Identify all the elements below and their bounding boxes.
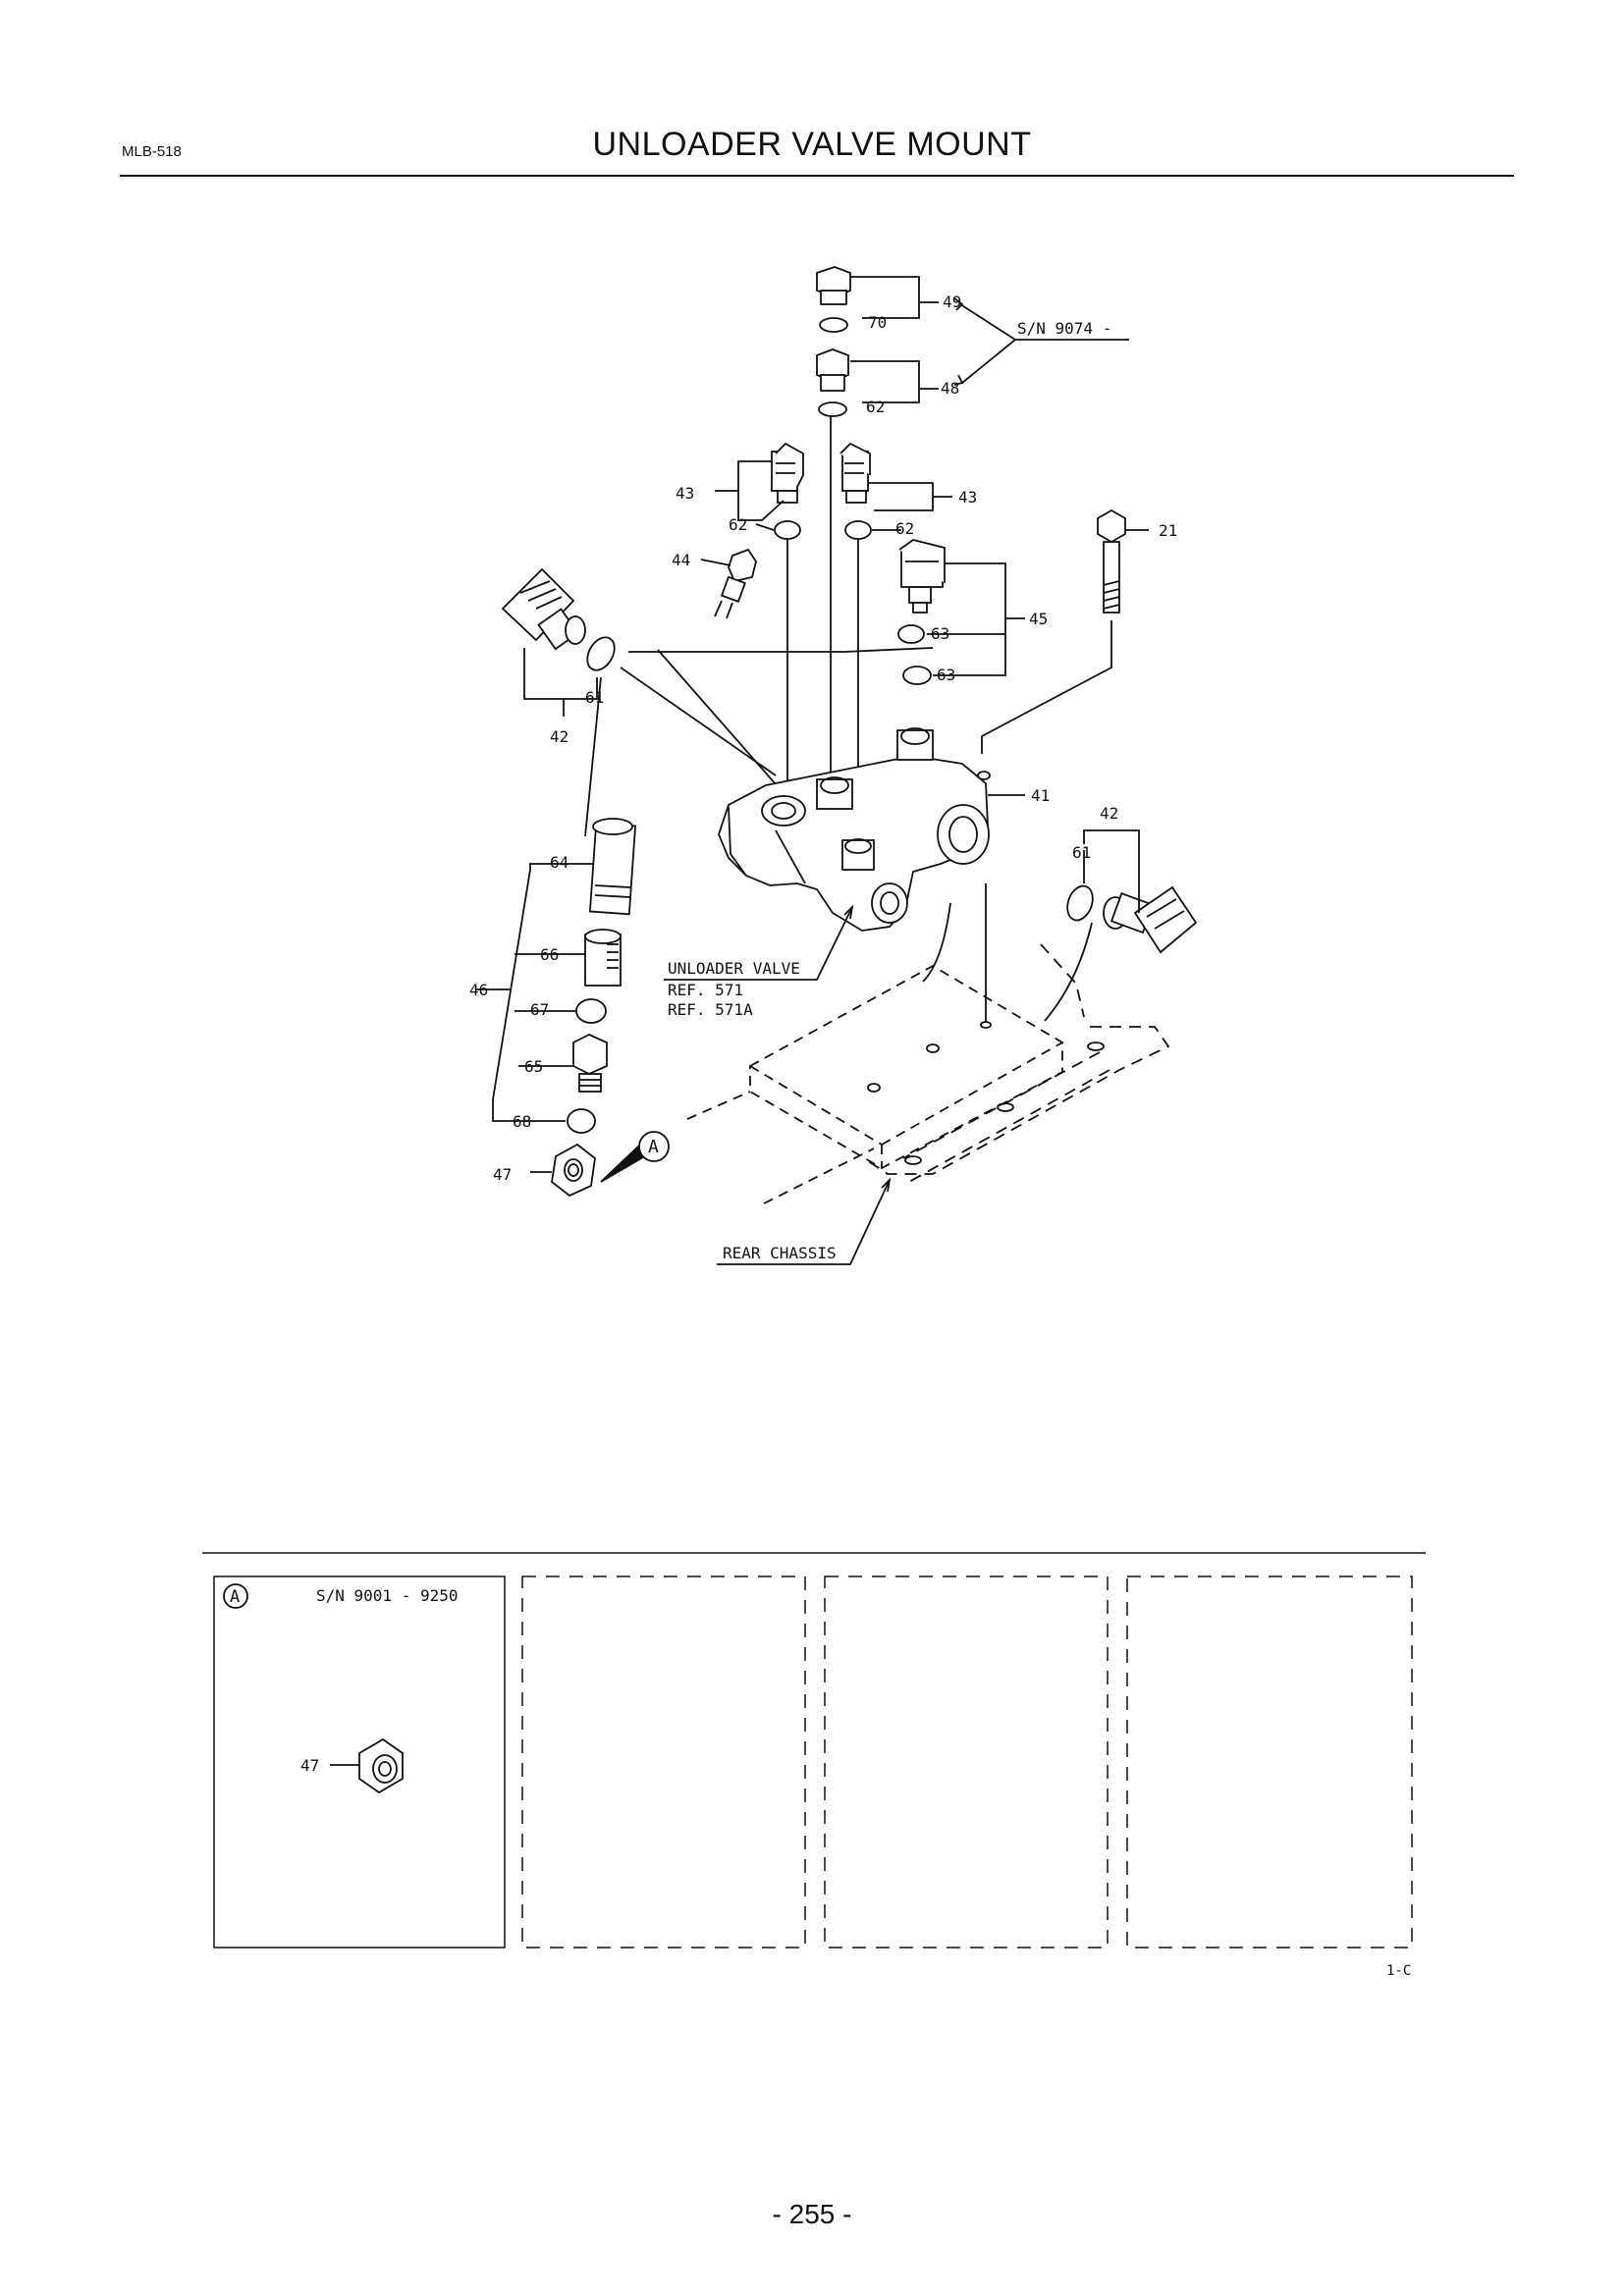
elbow-fitting-42-right: [1103, 885, 1198, 954]
o-ring-67: [575, 998, 607, 1024]
o-ring-62-left: [774, 520, 801, 540]
callout-48: 48: [941, 379, 959, 398]
o-ring-61-left: [586, 636, 616, 671]
callout-70: 70: [868, 313, 887, 332]
callout-68: 68: [513, 1112, 531, 1131]
check-valve-64: [588, 818, 637, 916]
detail-box-a: [213, 1575, 506, 1949]
detail-box-marker: A: [230, 1587, 240, 1607]
detail-a-marker: A: [648, 1137, 659, 1157]
callout-44: 44: [672, 551, 690, 569]
callout-46: 46: [469, 981, 488, 999]
callout-43-right: 43: [958, 488, 977, 507]
o-ring-62-top: [818, 401, 847, 417]
callout-49: 49: [943, 293, 961, 311]
o-ring-62-right: [844, 520, 872, 540]
adapter-44: [714, 548, 757, 619]
elbow-fitting-43-left: [771, 442, 804, 504]
elbow-fitting-42-left: [501, 567, 586, 651]
plug-48: [816, 348, 849, 392]
callout-41: 41: [1031, 786, 1050, 805]
rear-chassis-label: REAR CHASSIS: [723, 1244, 837, 1262]
callout-62-left: 62: [729, 515, 747, 534]
fitting-65: [572, 1034, 608, 1093]
callout-47: 47: [493, 1165, 512, 1184]
callout-67: 67: [530, 1000, 549, 1019]
callout-61-right: 61: [1072, 843, 1091, 862]
o-ring-68: [567, 1108, 596, 1134]
serial-note: S/N 9074 -: [1017, 319, 1111, 338]
ref-571-label: REF. 571: [668, 981, 743, 999]
callout-42-left: 42: [550, 727, 568, 746]
o-ring-70: [819, 317, 848, 333]
callout-61-left: 61: [585, 688, 604, 707]
unloader-valve-body-41: [718, 727, 991, 932]
page-title: UNLOADER VALVE MOUNT: [592, 126, 1032, 163]
rear-chassis: [863, 943, 1170, 1183]
detail-serial-range: S/N 9001 - 9250: [316, 1586, 459, 1605]
callout-62-top: 62: [866, 398, 885, 416]
callout-21: 21: [1159, 521, 1177, 540]
detail-nut-47: [358, 1737, 404, 1794]
screen-66: [584, 929, 622, 987]
callout-42-right: 42: [1100, 804, 1118, 823]
detail-callout-47: 47: [300, 1756, 319, 1775]
callout-45: 45: [1029, 610, 1048, 628]
o-ring-63-upper: [897, 624, 925, 644]
callout-62-right: 62: [895, 519, 914, 538]
elbow-fitting-43-right: [839, 442, 871, 504]
callout-43-left: 43: [676, 484, 694, 503]
capscrew-21: [1097, 508, 1126, 614]
ref-571a-label: REF. 571A: [668, 1000, 753, 1019]
square-nut-47: [551, 1143, 596, 1198]
header-rule: [120, 175, 1514, 177]
page-number: - 255 -: [772, 2199, 852, 2229]
plug-49: [816, 266, 851, 305]
figure-code: 1-C: [1386, 1963, 1411, 1979]
callout-63-lower: 63: [937, 666, 955, 684]
callout-66: 66: [540, 945, 559, 964]
callout-64: 64: [550, 853, 568, 872]
callout-65: 65: [524, 1057, 543, 1076]
empty-detail-boxes: [521, 1575, 1413, 1949]
o-ring-61-right: [1066, 884, 1094, 922]
unloader-valve-label: UNLOADER VALVE: [668, 959, 800, 978]
document-code: MLB-518: [122, 143, 182, 160]
callout-63-upper: 63: [931, 624, 949, 643]
solenoid-45: [898, 539, 946, 614]
o-ring-63-lower: [902, 666, 932, 685]
